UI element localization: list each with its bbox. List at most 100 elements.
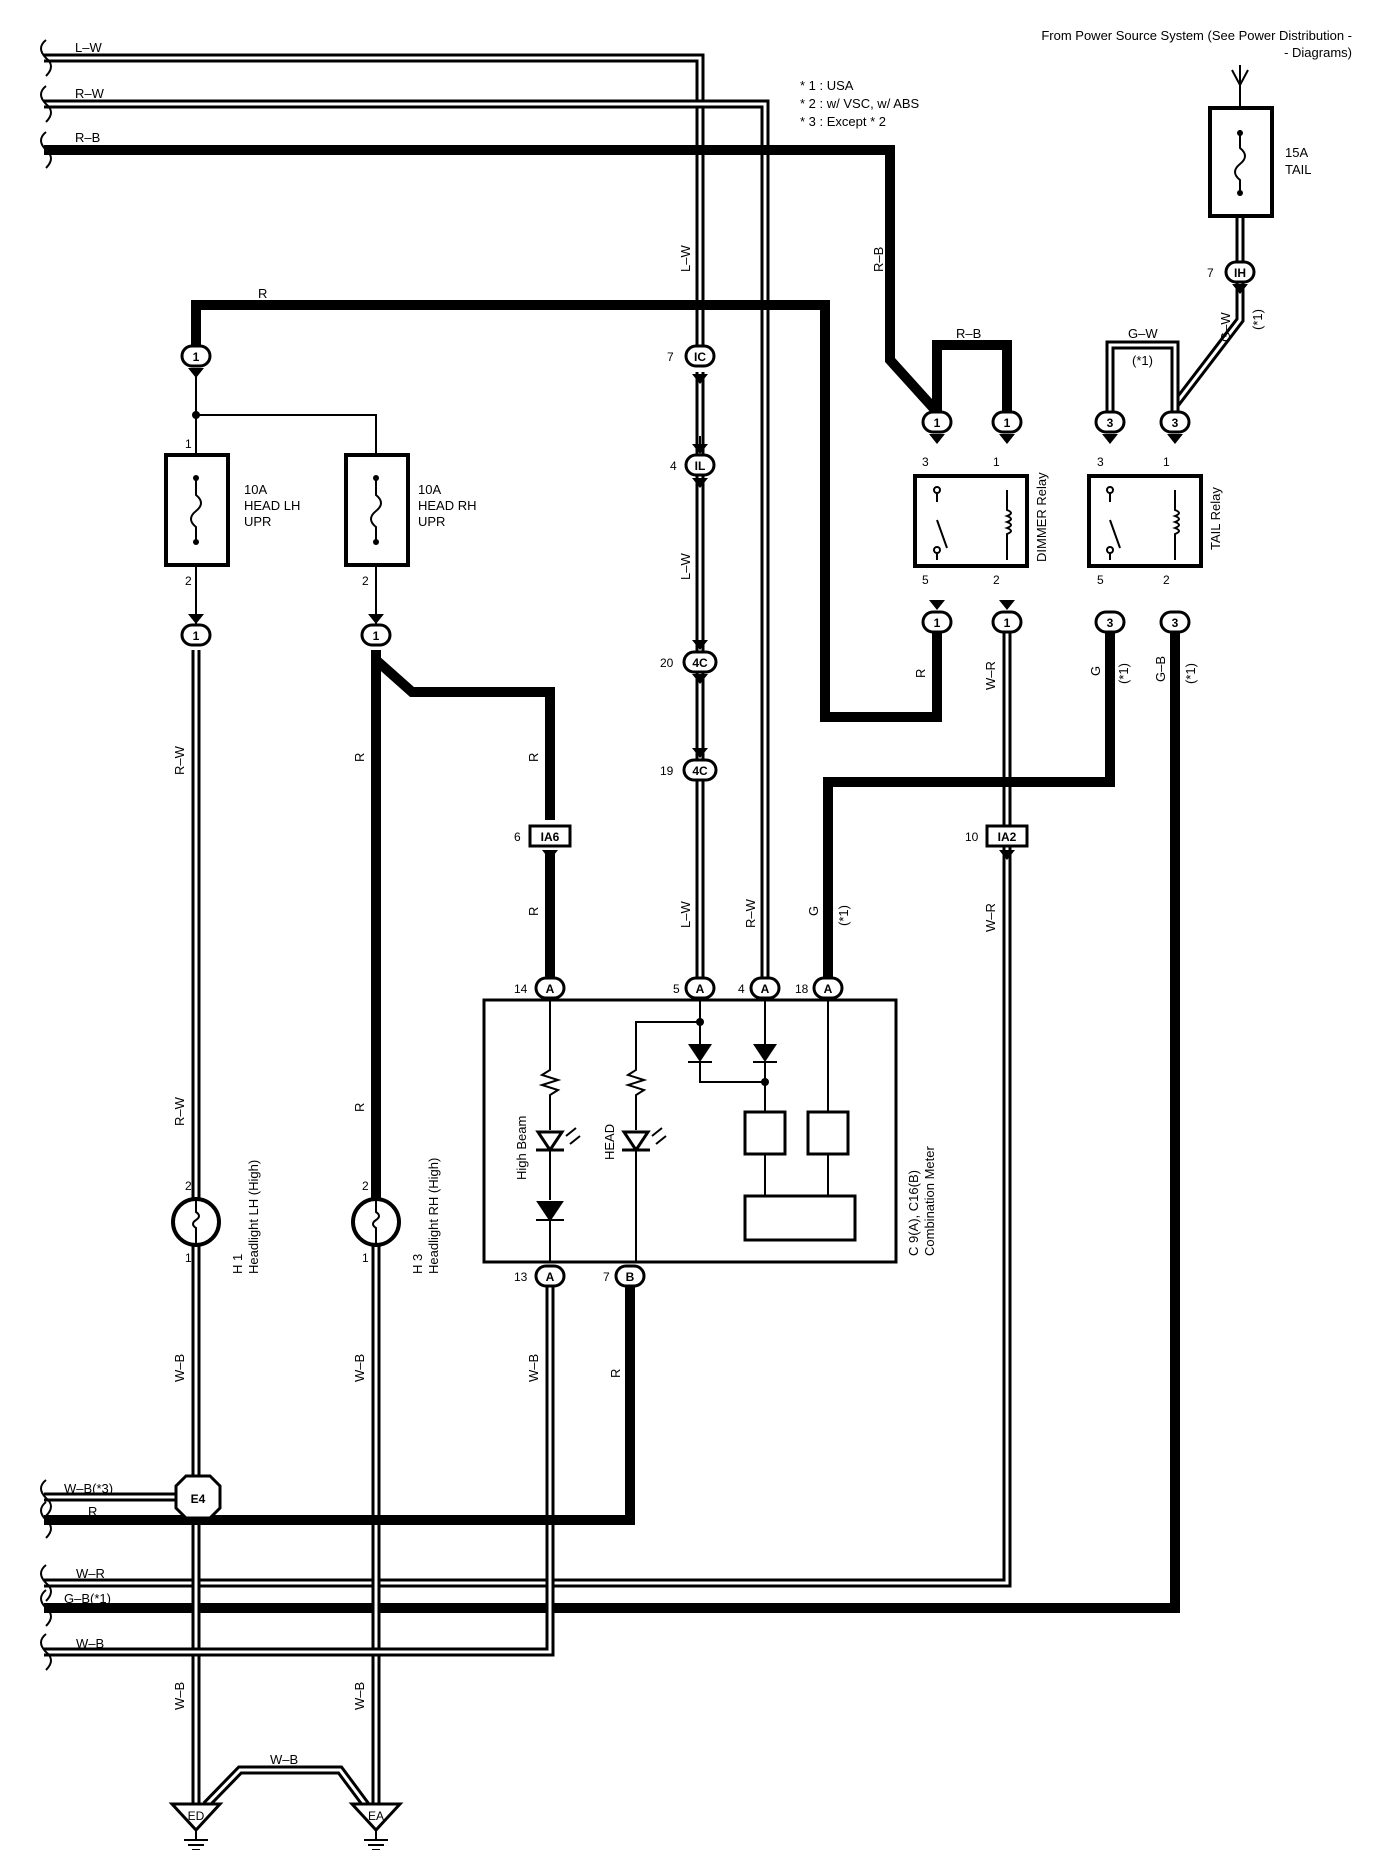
relay-pin-numbers: 3 1 5 2 3 1 5 2 1 2 2 [185,437,1170,588]
wire-fuse-split [195,376,377,455]
fuse-tail-amp: 15A [1285,145,1308,160]
label-rw-top: R–W [75,86,105,101]
label-gw-vert: G–W [1218,312,1233,342]
combination-meter: High Beam HEAD C 9(A), C16(B) Combinatio… [482,998,937,1264]
wire-labels: L–W R–W R–B R R–B G–W (*1) W–B(*3) R W–R… [64,40,1265,1767]
conn-ia2: IA2 [998,830,1017,844]
wire-wb-meter [44,1285,555,1657]
label-rb-dimmer: R–B [956,326,981,341]
head-led-icon [621,1130,651,1153]
label-lw-ic: L–W [678,245,693,272]
conn-meter-b7: B [626,1270,635,1284]
conn-ih: IH [1234,266,1246,280]
conn-fuse-in: 1 [193,350,200,364]
headlight-lh: 2 1 H 1 Headlight LH (High) [171,1160,261,1274]
ground-ea-label: EA [368,1809,384,1823]
tail-pin-5: 5 [1097,573,1104,587]
headlight-rh: 2 1 H 3 Headlight RH (High) [351,1158,441,1274]
wire-rb-top [44,145,942,420]
fuse-lh-name2: UPR [244,514,271,529]
fuse-head-rh: 10A HEAD RH UPR [344,453,477,567]
conn-ia6-pin: 6 [514,830,521,844]
tail-pin-3: 3 [1097,455,1104,469]
conn-ic-pin: 7 [667,350,674,364]
meter-block-3 [743,1194,857,1242]
wire-r-ia6 [372,656,555,820]
wire-wb-cross [202,1765,370,1809]
power-source-line1: From Power Source System (See Power Dist… [1041,28,1352,43]
high-beam-led-icon [535,1130,565,1153]
conn-ih-pin: 7 [1207,266,1214,280]
dimmer-pin-3: 3 [922,455,929,469]
meter-head-label: HEAD [602,1124,617,1160]
wire-gw-tail [1170,282,1245,420]
headlight-lh-pin-2: 2 [185,1179,192,1193]
label-wb-lh: W–B [172,1354,187,1382]
conn-ia6: IA6 [541,830,560,844]
fuse-lh-amp: 10A [244,482,267,497]
label-star1-gw: (*1) [1132,353,1153,368]
conn-meter-a4-pin: 4 [738,982,745,996]
dimmer-pin-1: 1 [993,455,1000,469]
conn-4c-20-pin: 20 [660,656,674,670]
conn-dimmer-5: 1 [934,616,941,630]
label-rw-meter4: R–W [743,898,758,928]
label-r-dimmer: R [913,669,928,678]
conn-meter-b7-pin: 7 [603,1270,610,1284]
conn-4c-19-pin: 19 [660,764,674,778]
connector-arrows [188,284,1248,860]
headlight-lh-id: H 1 [230,1254,245,1274]
label-lw-mid: L–W [678,553,693,580]
fuse-rh-pin-2: 2 [362,574,369,588]
label-g-tail: G [1088,666,1103,676]
conn-dimmer-1: 1 [1004,416,1011,430]
meter-high-beam-label: High Beam [514,1116,529,1180]
conn-tail-2: 3 [1172,616,1179,630]
note-3: * 3 : Except * 2 [800,114,886,129]
meter-name-line2: Combination Meter [922,1146,937,1256]
high-beam-diode-icon [536,1201,564,1222]
ground-ed: ED [168,1802,224,1850]
ground-ea: EA [348,1802,404,1850]
headlight-rh-name: Headlight RH (High) [426,1158,441,1274]
wire-r-meter7 [44,1285,635,1525]
label-star1-g: (*1) [1116,663,1131,684]
conn-fuse-rh-out: 1 [373,629,380,643]
ground-ed-label: ED [188,1809,205,1823]
conn-meter-a5: A [696,982,705,996]
conn-tail-5: 3 [1107,616,1114,630]
label-gb-tail: G–B [1153,656,1168,682]
label-r-top: R [258,286,267,301]
conn-meter-a5-pin: 5 [673,982,680,996]
label-wb-rh: W–B [352,1354,367,1382]
label-rb-vert: R–B [871,247,886,272]
conn-il: IL [695,459,706,473]
label-wr-dimmer: W–R [983,661,998,690]
conn-fuse-lh-out: 1 [193,629,200,643]
label-lw-meter5: L–W [678,901,693,928]
conn-meter-a13-pin: 13 [514,1270,528,1284]
relay-coil-icon [1004,490,1012,560]
label-r-meter14: R [526,907,541,916]
label-wb-meter13: W–B [526,1354,541,1382]
wire-rb-dimmer [932,340,1012,420]
label-rb-top: R–B [75,130,100,145]
conn-tail-3: 3 [1107,416,1114,430]
conn-meter-a14: A [546,982,555,996]
connectors: IH 7 1 IC 7 1 1 3 3 IL 4 1 1 1 1 3 3 [180,260,1256,1288]
headlight-lh-pin-1: 1 [185,1251,192,1265]
label-rw-lh2: R–W [172,1096,187,1126]
fuse-lh-name1: HEAD LH [244,498,300,513]
label-wb-ea: W–B [352,1682,367,1710]
label-r-bus: R [88,1504,97,1519]
label-r-rh2: R [352,1103,367,1112]
e4-junction: E4 [174,1474,222,1520]
conn-meter-a18-pin: 18 [795,982,809,996]
label-r-ia6: R [526,753,541,762]
label-wb-ed: W–B [172,1682,187,1710]
fuse-rh-name1: HEAD RH [418,498,477,513]
conn-dimmer-2: 1 [1004,616,1011,630]
label-star1-gb: (*1) [1183,663,1198,684]
conn-ia2-pin: 10 [965,830,979,844]
conn-e4: E4 [191,1492,206,1506]
